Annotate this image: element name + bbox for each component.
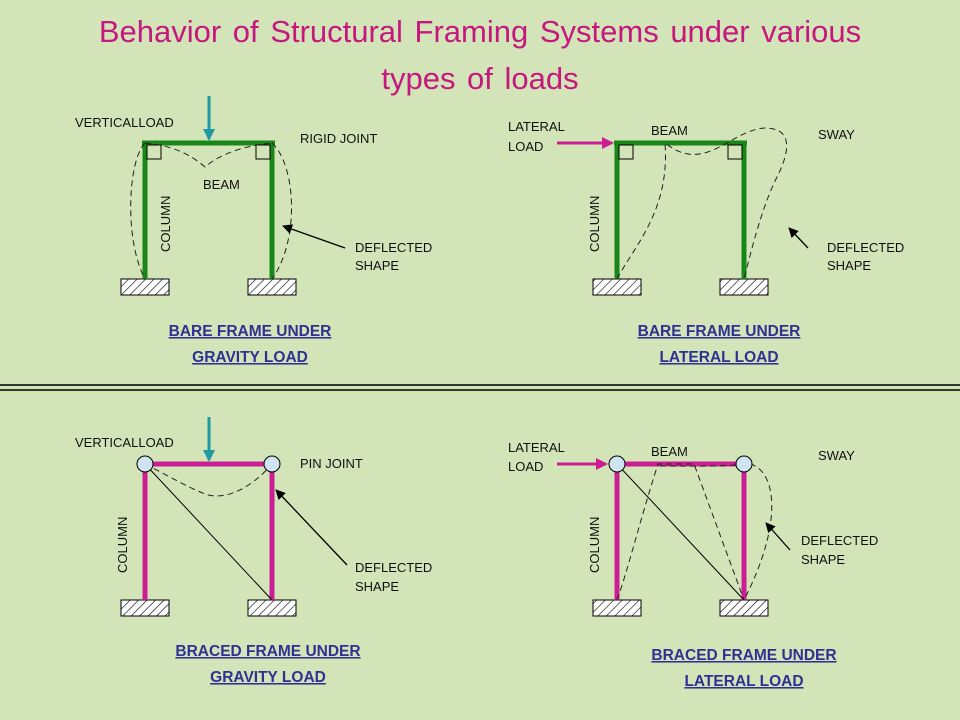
caption-line1: BARE FRAME UNDER <box>638 323 801 340</box>
sway-label: SWAY <box>818 448 855 463</box>
deflected-label-line2: SHAPE <box>801 552 845 567</box>
panel-braced-gravity: VERTICALLOAD PIN JOINT COLUMN DEFLECTED … <box>75 417 432 686</box>
support-right <box>719 278 769 296</box>
support-left <box>120 599 170 617</box>
deflected-label-line1: DEFLECTED <box>355 560 432 575</box>
deflected-shape-pointer <box>788 227 809 249</box>
deflected-shape-pointer <box>765 522 791 551</box>
lateral-load-label-line1: LATERAL <box>508 119 565 134</box>
beam-label: BEAM <box>651 444 688 459</box>
support-right <box>719 599 769 617</box>
beam-label: BEAM <box>651 123 688 138</box>
column-label: COLUMN <box>158 196 173 252</box>
deflected-label-line1: DEFLECTED <box>801 533 878 548</box>
vertical-load-label: VERTICALLOAD <box>75 115 174 130</box>
rigid-joint-label: RIGID JOINT <box>300 131 377 146</box>
page-title: Behavior of Structural Framing Systems u… <box>0 8 960 102</box>
deflected-label-line2: SHAPE <box>355 258 399 273</box>
lateral-load-label-line2: LOAD <box>508 139 543 154</box>
column-label: COLUMN <box>115 517 130 573</box>
diagonal-brace <box>144 463 273 601</box>
caption-line1: BRACED FRAME UNDER <box>175 643 360 660</box>
support-left <box>592 599 642 617</box>
caption-line2: GRAVITY LOAD <box>192 349 308 366</box>
support-left <box>120 278 170 296</box>
title-line-1: Behavior of Structural Framing Systems u… <box>98 14 862 49</box>
deflected-shape-pointer <box>275 489 348 566</box>
diagonal-brace <box>616 463 745 601</box>
caption-line2: LATERAL LOAD <box>684 673 803 690</box>
deflected-label-line1: DEFLECTED <box>355 240 432 255</box>
support-right <box>247 278 297 296</box>
vertical-load-label: VERTICALLOAD <box>75 435 174 450</box>
pin-joint-left <box>608 455 626 473</box>
support-left <box>592 278 642 296</box>
rigid-joint-left <box>618 144 634 160</box>
deflected-shape <box>616 463 773 601</box>
deflected-label-line1: DEFLECTED <box>827 240 904 255</box>
caption-line1: BARE FRAME UNDER <box>169 323 332 340</box>
pin-joint-left <box>136 455 154 473</box>
deflected-label-line2: SHAPE <box>355 579 399 594</box>
deflected-shape <box>144 463 273 497</box>
deflected-shape <box>616 127 788 280</box>
panel-separator <box>0 384 960 391</box>
panel-bare-gravity: VERTICALLOAD RIGID JOINT BEAM COLUMN DEF… <box>75 96 432 366</box>
deflected-shape <box>130 142 292 280</box>
lateral-load-label-line2: LOAD <box>508 459 543 474</box>
pin-joint-right <box>263 455 281 473</box>
title-line-2: types of loads <box>381 61 579 96</box>
pin-joint-label: PIN JOINT <box>300 456 363 471</box>
rigid-joint-right <box>727 144 743 160</box>
caption-line2: GRAVITY LOAD <box>210 669 326 686</box>
pin-joint-right <box>735 455 753 473</box>
lateral-load-label-line1: LATERAL <box>508 440 565 455</box>
panel-braced-lateral: LATERAL LOAD BEAM SWAY COLUMN DEFLECTED … <box>508 440 878 690</box>
panel-bare-lateral: LATERAL LOAD BEAM SWAY COLUMN DEFLECTED … <box>508 119 904 366</box>
support-right <box>247 599 297 617</box>
beam-label: BEAM <box>203 177 240 192</box>
sway-label: SWAY <box>818 127 855 142</box>
deflected-label-line2: SHAPE <box>827 258 871 273</box>
caption-line2: LATERAL LOAD <box>659 349 778 366</box>
rigid-joint-left <box>146 144 162 160</box>
column-label: COLUMN <box>587 196 602 252</box>
column-label: COLUMN <box>587 517 602 573</box>
deflected-shape-pointer <box>282 224 346 249</box>
caption-line1: BRACED FRAME UNDER <box>651 647 836 664</box>
rigid-joint-right <box>255 144 271 160</box>
